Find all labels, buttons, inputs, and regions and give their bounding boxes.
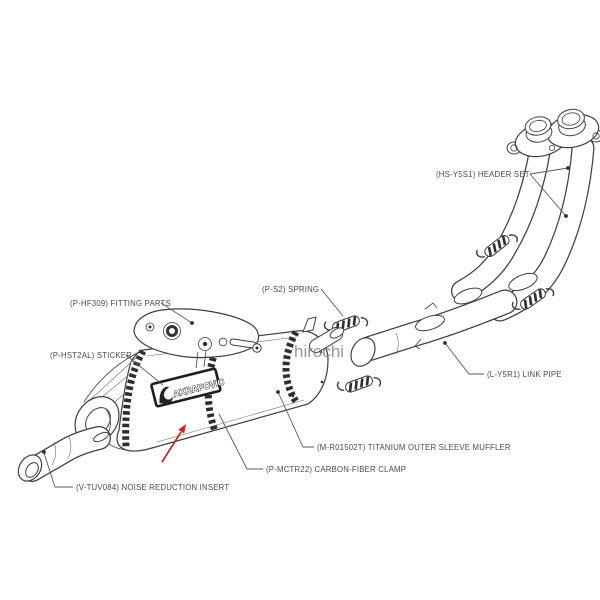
label-insert: (V-TUV084) NOISE REDUCTION INSERT — [76, 483, 229, 492]
muffler-drawing: AKRAPOVIC — [74, 316, 345, 452]
part-labels: (HS-Y5S1) HEADER SET (P-S2) SPRING (P-HF… — [50, 170, 562, 492]
label-sticker: (P-HST2AL) STICKER — [50, 351, 132, 360]
akrapovic-sticker: AKRAPOVIC — [150, 367, 226, 408]
pointer-arrow-shaft — [161, 431, 182, 463]
label-header-set: (HS-Y5S1) HEADER SET — [436, 170, 530, 179]
label-clamp: (P-MCTR22) CARBON-FIBER CLAMP — [266, 465, 406, 474]
noise-insert-drawing — [17, 426, 111, 482]
label-muffler: (M-R01502T) TITANIUM OUTER SLEEVE MUFFLE… — [317, 443, 511, 452]
spring-4 — [334, 367, 384, 401]
label-fitting-parts: (P-HF309) FITTING PARTS — [70, 299, 171, 308]
leader-lines — [42, 166, 570, 488]
watermark-text: hirochi — [294, 342, 344, 361]
label-spring: (P-S2) SPRING — [262, 285, 319, 294]
fitting-parts-drawing — [133, 308, 262, 369]
pointer-arrow — [161, 424, 186, 463]
pointer-arrow-head — [178, 424, 186, 434]
link-pipe-drawing — [350, 302, 445, 367]
label-link-pipe: (L-Y5R1) LINK PIPE — [487, 370, 562, 379]
header-set-drawing — [355, 108, 600, 362]
